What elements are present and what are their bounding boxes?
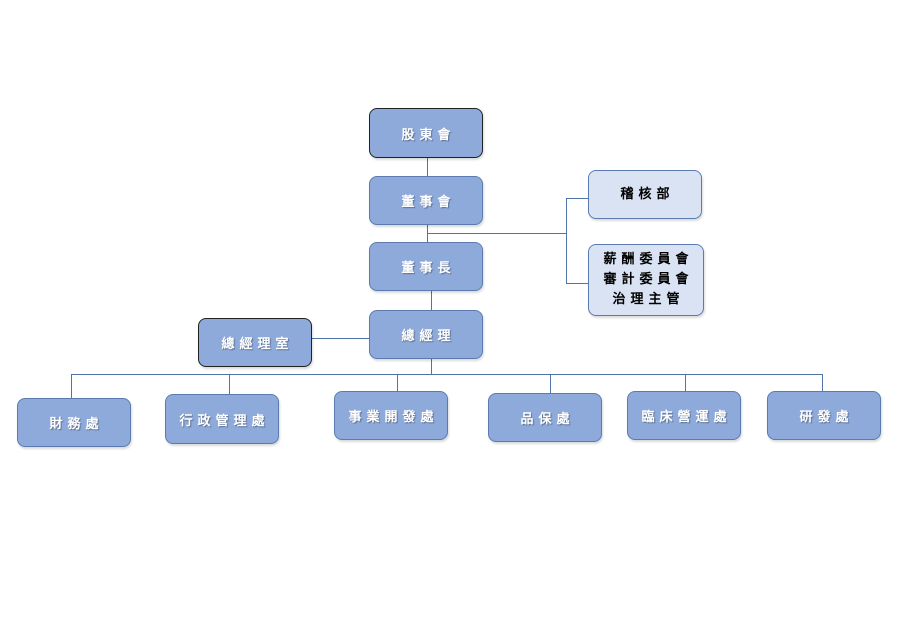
connector: [685, 374, 686, 391]
connector: [229, 374, 230, 394]
connector: [431, 291, 432, 310]
connector: [312, 338, 369, 339]
node-quality-assurance: 品保處: [488, 393, 602, 442]
node-gm-office: 總經理室: [198, 318, 312, 367]
connector: [550, 374, 551, 393]
connector: [566, 283, 588, 284]
node-chairman: 董事長: [369, 242, 483, 291]
node-label: 治理主管: [612, 292, 685, 307]
node-board: 董事會: [369, 176, 483, 225]
node-label: 審計委員會: [603, 272, 694, 287]
connector: [397, 374, 398, 391]
node-audit: 稽核部: [588, 170, 702, 219]
connector: [566, 198, 567, 284]
connector: [566, 198, 588, 199]
node-label: 稽核部: [620, 186, 675, 202]
connector: [71, 374, 72, 398]
connector: [431, 359, 432, 374]
node-label: 臨床營運處: [641, 410, 732, 425]
node-committees: 薪酬委員會 審計委員會 治理主管: [588, 244, 704, 316]
node-label: 研發處: [799, 410, 854, 425]
node-label: 事業開發處: [348, 410, 439, 425]
node-label: 行政管理處: [179, 413, 270, 429]
connector: [822, 374, 823, 391]
node-label: 薪酬委員會: [603, 252, 694, 267]
node-label: 總經理: [401, 329, 456, 344]
node-label: 董事會: [401, 195, 456, 210]
node-rnd: 研發處: [767, 391, 881, 440]
node-label: 品保處: [520, 412, 575, 427]
node-business-development: 事業開發處: [334, 391, 448, 440]
connector: [71, 374, 823, 375]
node-finance: 財務處: [17, 398, 131, 447]
node-label: 總經理室: [221, 337, 294, 352]
node-label: 董事長: [401, 261, 456, 276]
connector: [427, 157, 428, 176]
node-clinical-operations: 臨床營運處: [627, 391, 741, 440]
connector: [427, 233, 566, 234]
node-general-manager: 總經理: [369, 310, 483, 359]
node-label: 股東會: [401, 127, 456, 143]
node-administration: 行政管理處: [165, 394, 279, 444]
node-label: 財務處: [49, 417, 104, 432]
node-shareholders: 股東會: [369, 108, 483, 158]
